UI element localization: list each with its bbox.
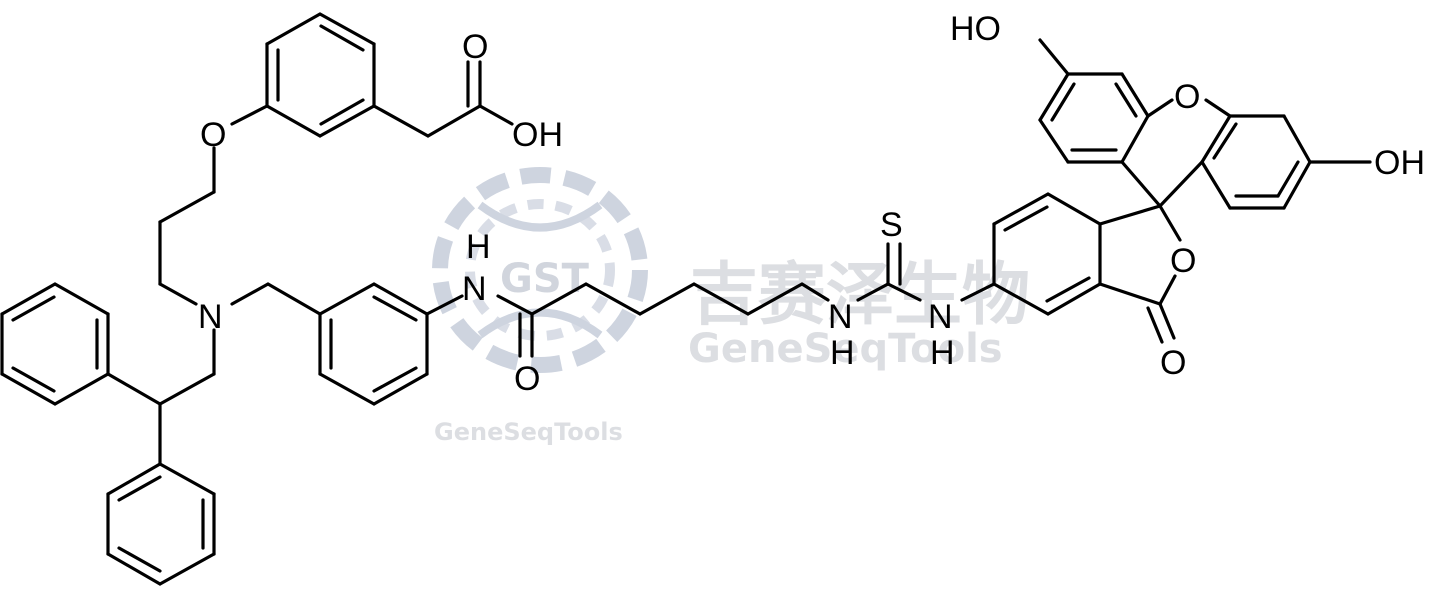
amide-oxygen: O <box>514 360 540 398</box>
thiocarbonyl-sulfur: S <box>880 206 903 244</box>
watermark-company-en: GeneSeqTools <box>688 326 1003 372</box>
atom-labels: O OH O N H N O S N H N H O HO OH O O <box>198 10 1425 398</box>
ether-oxygen: O <box>200 116 226 154</box>
lactone-oxygen: O <box>1170 242 1196 280</box>
xanthene-oxygen: O <box>1174 78 1200 116</box>
watermark-small-text: GeneSeqTools <box>434 418 623 446</box>
thiourea-nitrogen-2: N <box>928 298 953 336</box>
watermark-logo-text: GST <box>500 256 590 302</box>
phenol-oh-right: OH <box>1374 144 1425 182</box>
tertiary-amine-nitrogen: N <box>198 298 223 336</box>
lactone-carbonyl-oxygen: O <box>1160 344 1186 382</box>
thiourea-hydrogen-2: H <box>930 334 955 372</box>
thiourea-nitrogen-1: N <box>828 298 853 336</box>
amide-nitrogen: N <box>462 270 487 308</box>
thiourea-hydrogen-1: H <box>830 334 855 372</box>
amide-hydrogen: H <box>466 228 491 266</box>
watermark-company-cn: 吉赛泽生物 <box>690 256 1030 335</box>
bonds <box>0 12 1372 586</box>
phenol-oh-left: HO <box>950 10 1001 48</box>
carboxylic-acid-oh: OH <box>512 116 563 154</box>
carbonyl-oxygen-top: O <box>462 28 488 66</box>
dna-logo-icon <box>432 167 648 373</box>
watermark: GST 吉赛泽生物 GeneSeqTools GeneSeqTools <box>432 167 1030 446</box>
